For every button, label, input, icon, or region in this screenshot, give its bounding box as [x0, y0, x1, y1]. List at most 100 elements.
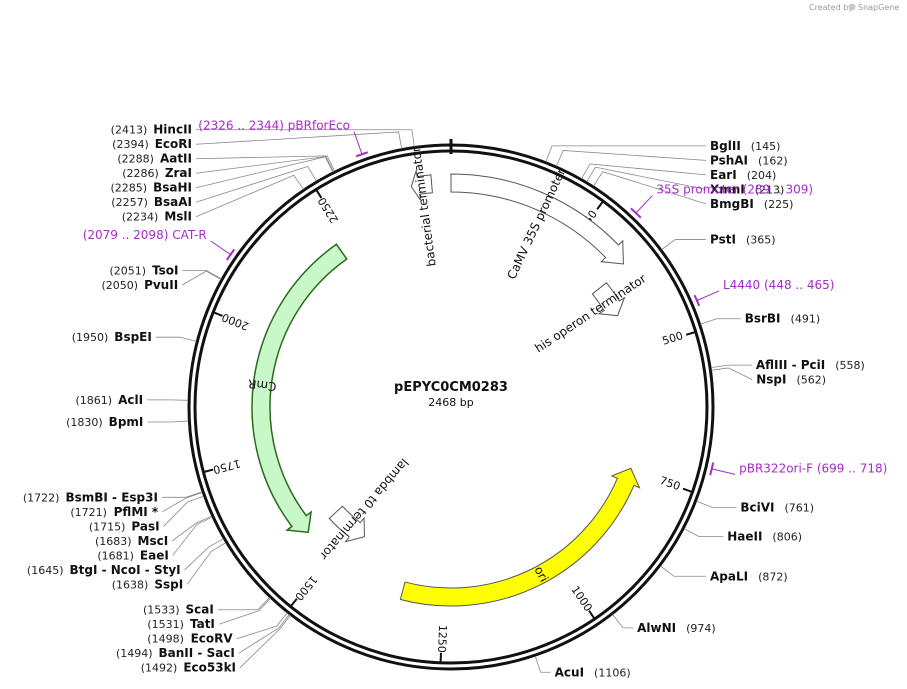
tick-label: 2250 [315, 195, 341, 226]
site-leader [236, 612, 288, 640]
site-leader [195, 165, 317, 203]
primer-arc [709, 462, 715, 476]
primer-label-35s-promoter: 35S promoter (289 .. 309) [656, 183, 813, 197]
site-name: ScaI [186, 603, 214, 617]
site-name: ZraI [165, 166, 192, 180]
site-name: BsaAI [154, 195, 192, 209]
site-position: (1494) [116, 647, 153, 660]
site-name: EcoRV [191, 632, 234, 646]
site-position: (872) [758, 570, 788, 583]
site-name: BanII - SacI [159, 646, 235, 660]
site-leader [239, 615, 291, 669]
site-position: (2413) [111, 124, 148, 137]
site-leader [161, 492, 203, 513]
site-leader [195, 131, 403, 149]
site-leader [612, 614, 634, 629]
site-name: PstI [710, 232, 736, 246]
plasmid-length: 2468 bp [428, 396, 473, 409]
site-name: Eco53kI [183, 661, 236, 675]
site-leader [586, 166, 707, 190]
primer-arc [226, 248, 236, 261]
site-name: BsmBI - Esp3I [65, 490, 157, 504]
site-name: PvuII [144, 278, 178, 292]
site-position: (806) [772, 531, 802, 544]
site-leader [556, 150, 707, 167]
site-leader [593, 171, 707, 205]
primer-leader [696, 290, 720, 301]
site-position: (365) [746, 233, 776, 246]
site-name: BspEI [114, 330, 152, 344]
snapgene-credit: Created by SnapGene [809, 3, 899, 12]
center-label: pEPYC0CM0283 2468 bp [394, 380, 508, 409]
site-leader [184, 538, 224, 571]
site-position: (2234) [122, 211, 159, 224]
site-leader [661, 239, 706, 250]
primer-label-l4440: L4440 (448 .. 465) [723, 278, 834, 292]
site-leader [696, 500, 737, 508]
feature-label: bacterial terminator [409, 146, 439, 267]
site-leader [218, 598, 271, 625]
tick-label: 500 [661, 329, 685, 348]
feature-label: CmR [247, 376, 277, 393]
credit-text: Created by [809, 3, 853, 12]
site-leader [238, 614, 290, 654]
tick-label: 750 [658, 474, 682, 493]
feature-ori [399, 467, 641, 607]
restriction-sites: HincII(2413)EcoRI(2394)AatII(2288)ZraI(2… [23, 123, 865, 680]
site-position: (491) [791, 313, 821, 326]
site-leader [534, 656, 551, 673]
tick-mark [685, 330, 697, 336]
site-position: (1531) [147, 618, 184, 631]
site-position: (1638) [112, 578, 149, 591]
site-name: AatII [160, 152, 192, 166]
snapgene-logo-icon [848, 3, 856, 11]
site-name: TatI [190, 617, 215, 631]
site-name: AclI [118, 393, 143, 407]
site-leader [195, 156, 334, 174]
tick-label: 2000 [220, 310, 251, 332]
site-name: BglII [710, 139, 741, 153]
site-position: (1861) [76, 394, 113, 407]
site-name: BsrBI [745, 312, 781, 326]
primer-arc [693, 294, 701, 307]
site-leader [195, 155, 336, 172]
site-leader [172, 516, 213, 556]
site-leader [147, 420, 189, 423]
site-position: (1533) [143, 604, 180, 617]
site-position: (2288) [117, 153, 154, 166]
feature-cmr [251, 243, 348, 534]
site-leader [710, 364, 752, 369]
feature-lambda-t0-terminator [328, 505, 365, 543]
primer-arc [630, 207, 642, 219]
primer-leader [711, 468, 736, 475]
site-name: EcoRI [155, 137, 192, 151]
site-position: (213) [755, 183, 785, 196]
site-leader [545, 145, 706, 162]
site-leader [660, 565, 706, 577]
site-position: (1715) [89, 520, 126, 533]
tick-mark [596, 200, 604, 210]
plasmid-name: pEPYC0CM0283 [394, 380, 508, 395]
primer-label-pbrforeco: (2326 .. 2344) pBRforEco [198, 119, 350, 133]
site-name: BciVI [740, 500, 774, 514]
primers: (2326 .. 2344) pBRforEco(2079 .. 2098) C… [83, 119, 887, 476]
site-name: BsaHI [153, 181, 192, 195]
site-name: AflIII - PciI [756, 358, 825, 372]
tick-mark [203, 468, 214, 474]
site-position: (2285) [111, 182, 148, 195]
primer-leader [635, 195, 653, 214]
site-position: (1950) [72, 331, 109, 344]
site-position: (1830) [66, 416, 103, 429]
tick-mark [315, 188, 323, 199]
feature-camv-35s-promoter [450, 173, 624, 265]
site-leader [182, 270, 222, 280]
site-position: (1645) [27, 564, 64, 577]
site-position: (761) [785, 501, 815, 514]
site-position: (145) [751, 140, 781, 153]
site-position: (1681) [97, 549, 134, 562]
tick-mark [212, 311, 223, 317]
site-name: HaeII [727, 530, 762, 544]
site-leader [581, 163, 707, 179]
feature-label: ori [531, 564, 551, 584]
